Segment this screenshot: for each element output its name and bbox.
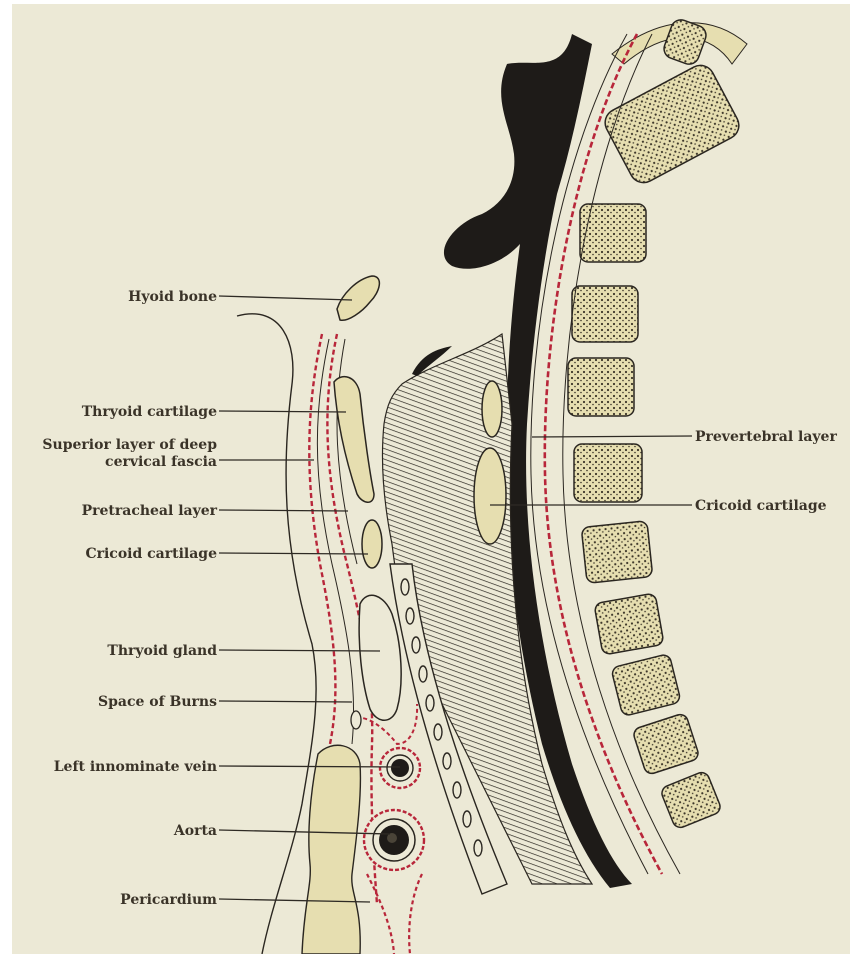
left-innominate-vein [380, 748, 420, 788]
space-of-burns-oval [351, 711, 361, 729]
label-superior-layer-line2: cervical fascia [105, 454, 217, 470]
label-aorta: Aorta [173, 823, 217, 839]
cricoid-cartilage-anterior [362, 520, 382, 568]
label-pretracheal-layer: Pretracheal layer [82, 503, 218, 519]
neck-section-illustration: Hyoid bone Thryoid cartilage Superior la… [12, 4, 850, 954]
label-superior-layer-line1: Superior layer of deep [42, 437, 217, 453]
pericardium-line [367, 874, 394, 954]
thyroid-gland [359, 595, 401, 720]
anatomical-plate: Hyoid bone Thryoid cartilage Superior la… [12, 4, 850, 954]
cricoid-cartilage-posterior [474, 448, 506, 544]
label-thyroid-cartilage: Thryoid cartilage [82, 404, 217, 420]
aorta-vessel [364, 810, 424, 870]
skin-outline [237, 314, 316, 954]
hyoid-bone [337, 276, 379, 320]
label-hyoid-bone: Hyoid bone [128, 289, 217, 305]
label-prevertebral-layer: Prevertebral layer [695, 429, 837, 445]
label-cricoid-cartilage-left: Cricoid cartilage [85, 546, 217, 562]
thyroid-cartilage [334, 377, 374, 503]
label-thyroid-gland: Thryoid gland [107, 643, 217, 659]
label-space-of-burns: Space of Burns [98, 694, 217, 710]
arytenoid-cartilage [482, 381, 502, 437]
label-left-innominate-vein: Left innominate vein [54, 759, 217, 775]
vertebral-column [568, 17, 747, 830]
sternum [302, 745, 360, 954]
label-cricoid-cartilage-right: Cricoid cartilage [695, 498, 827, 514]
label-pericardium: Pericardium [120, 892, 217, 908]
